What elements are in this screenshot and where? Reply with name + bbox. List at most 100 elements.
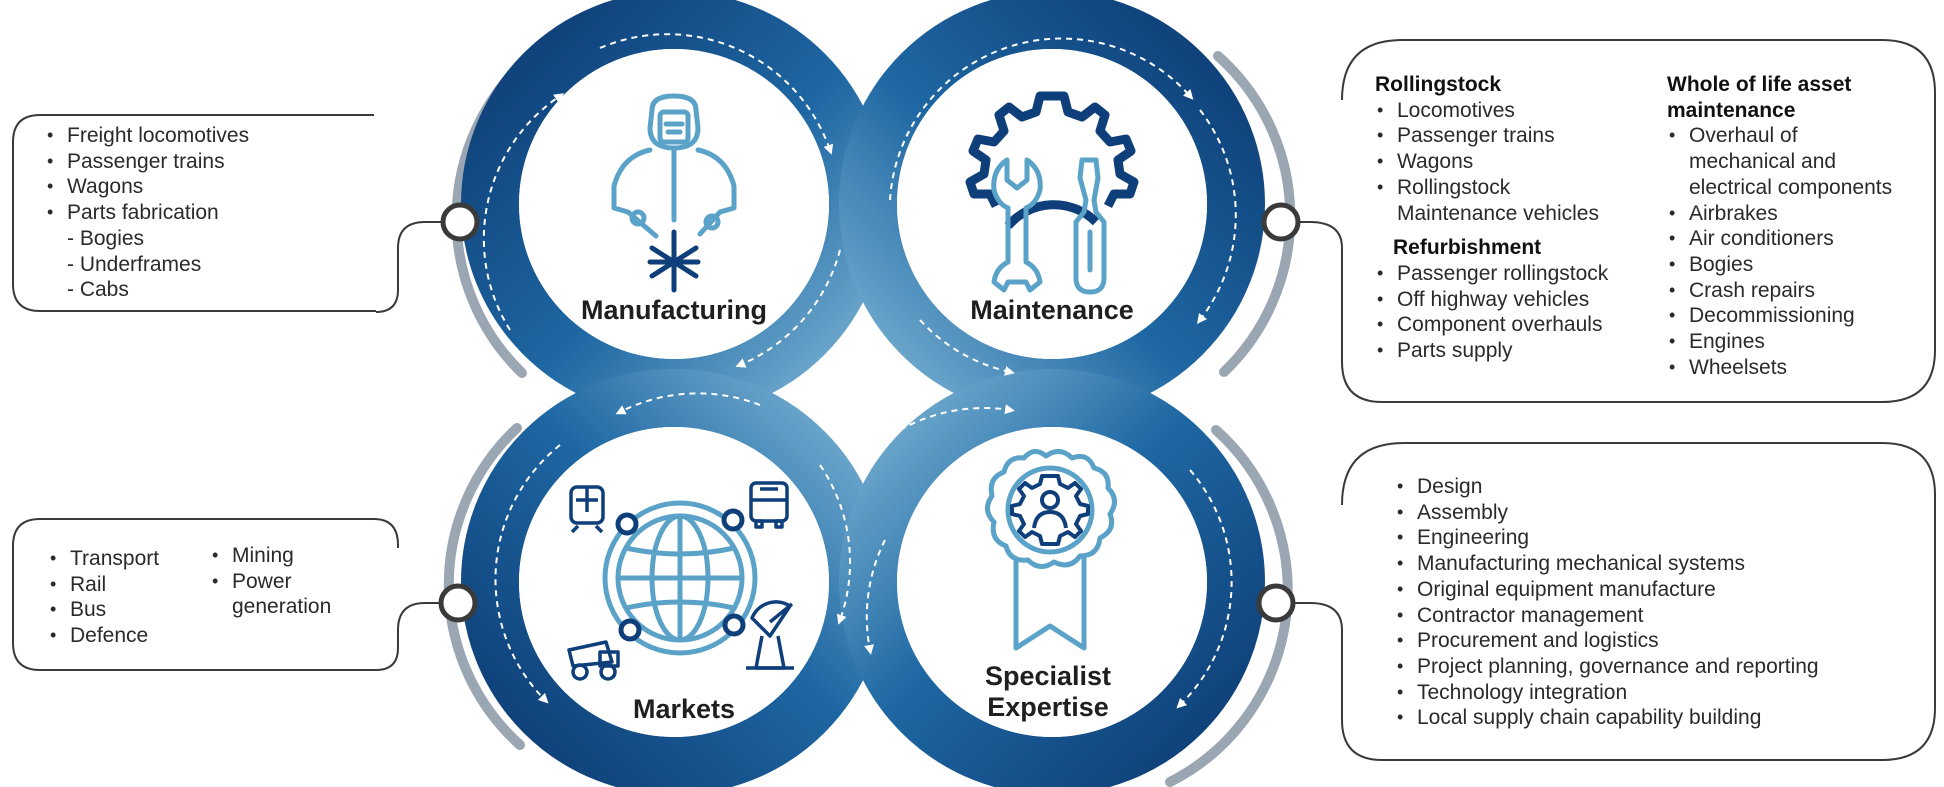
callout-box-manufacturing [12, 114, 376, 312]
callout-item: Maintenance vehicles [1397, 201, 1599, 225]
callout-manufacturing: Freight locomotivesPassenger trainsWagon… [45, 123, 249, 303]
callout-item: electrical components [1689, 175, 1893, 199]
connector-specialist [1276, 602, 1383, 761]
callout-item: Parts fabrication [45, 200, 249, 226]
callout-item: Original equipment manufacture [1395, 577, 1819, 603]
heading-refurbishment: Refurbishment [1393, 236, 1542, 260]
callout-item: Mining [210, 543, 331, 569]
circle-label-specialist-line2: Expertise [987, 692, 1109, 722]
circle-label-maintenance: Maintenance [970, 295, 1134, 325]
node-maintenance [1261, 202, 1301, 242]
circle-label-specialist-line1: Specialist [984, 661, 1112, 691]
connector-manufacturing [375, 221, 460, 313]
callout-item: Passenger trains [1375, 123, 1645, 149]
satellite-dish-icon [746, 600, 794, 670]
callout-item: Bogies [1667, 252, 1937, 278]
flow-manufacturing-top [599, 33, 834, 155]
connector-markets [375, 602, 458, 671]
bus-icon [749, 481, 789, 529]
callout-item: - Bogies [67, 226, 145, 250]
callout-item: Component overhauls [1375, 312, 1645, 338]
node-markets [438, 583, 478, 623]
callout-list: Freight locomotivesPassenger trainsWagon… [45, 123, 249, 303]
callout-item: Manufacturing mechanical systems [1395, 551, 1819, 577]
callout-item: Overhaul of [1667, 123, 1937, 149]
flow-manufacturing-bottom [735, 249, 841, 368]
circle-label-manufacturing: Manufacturing [581, 295, 767, 325]
flow-markets-left [494, 444, 561, 704]
flow-specialist-left [864, 539, 886, 655]
callout-item: Engineering [1395, 525, 1819, 551]
disc-markets [519, 427, 829, 737]
mining-truck-icon [567, 640, 620, 681]
heading-whole-of-life-line1: Whole of life asset [1667, 73, 1852, 96]
dashed-flow-lines [482, 33, 1237, 709]
callout-connectors [375, 221, 1383, 761]
flow-markets-right [819, 464, 851, 625]
callout-item: Defence [48, 623, 159, 649]
callout-maintenance-col1: Rollingstock LocomotivesPassenger trains… [1375, 72, 1645, 364]
callout-item: Rollingstock [1375, 175, 1645, 201]
callout-item: Wagons [45, 174, 249, 200]
callout-item: generation [232, 595, 332, 619]
callout-list: DesignAssemblyEngineeringManufacturing m… [1395, 474, 1819, 731]
callout-item: Passenger trains [45, 149, 249, 175]
callout-box-maintenance [1341, 39, 1936, 403]
flow-maintenance-right [1196, 109, 1237, 324]
callout-item: Wagons [1375, 149, 1645, 175]
callout-item: Off highway vehicles [1375, 287, 1645, 313]
callout-item: Freight locomotives [45, 123, 249, 149]
callout-box-specialist [1341, 442, 1936, 761]
callout-item: Air conditioners [1667, 226, 1937, 252]
callout-item: Rail [48, 572, 159, 598]
callout-item: Engines [1667, 329, 1937, 355]
callout-item: Local supply chain capability building [1395, 705, 1819, 731]
callout-list: TransportRailBusDefence [48, 546, 159, 649]
callout-item: Bus [48, 597, 159, 623]
callout-item: Passenger rollingstock [1375, 261, 1645, 287]
flow-specialist-top [899, 404, 1015, 431]
callout-item: - Cabs [67, 278, 129, 302]
connector-maintenance [1281, 221, 1383, 403]
callout-maintenance-col2: Whole of life asset maintenance Overhaul… [1667, 72, 1937, 380]
circle-label-specialist: Specialist Expertise [948, 661, 1148, 723]
globe-transport-icon [567, 481, 794, 681]
callout-item: Parts supply [1375, 338, 1645, 364]
callout-item: Contractor management [1395, 603, 1819, 629]
callout-item: Crash repairs [1667, 278, 1937, 304]
callout-item: Assembly [1395, 500, 1819, 526]
callout-boxes [12, 39, 1936, 761]
callout-list: MiningPowergeneration [210, 543, 331, 620]
callout-specialist: DesignAssemblyEngineeringManufacturing m… [1395, 474, 1819, 731]
award-rosette-icon [985, 449, 1117, 651]
callout-item: Transport [48, 546, 159, 572]
welder-icon [611, 93, 737, 239]
callout-item: Wheelsets [1667, 355, 1937, 381]
flow-specialist-right [1176, 469, 1233, 709]
node-manufacturing [440, 202, 480, 242]
node-specialist [1256, 583, 1296, 623]
disc-specialist [897, 427, 1207, 737]
callout-item: mechanical and [1689, 150, 1837, 174]
train-icon [569, 485, 605, 534]
heading-rollingstock: Rollingstock [1375, 73, 1502, 96]
callout-item: Project planning, governance and reporti… [1395, 654, 1819, 680]
circle-label-markets: Markets [632, 694, 736, 724]
callout-list: Passenger rollingstockOff highway vehicl… [1375, 261, 1645, 364]
gear-wrench-screwdriver-icon [965, 91, 1139, 295]
callout-item: Design [1395, 474, 1819, 500]
callout-item: - Underframes [67, 252, 202, 276]
callout-box-markets [12, 518, 399, 671]
spark-icon [647, 229, 701, 293]
callout-item: Technology integration [1395, 680, 1819, 706]
callout-item: Airbrakes [1667, 201, 1937, 227]
flow-manufacturing-outer [482, 93, 565, 331]
callout-item: Procurement and logistics [1395, 628, 1819, 654]
flow-maintenance-top [889, 37, 1194, 201]
callout-list: LocomotivesPassenger trainsWagonsRolling… [1375, 98, 1645, 227]
callout-item: Decommissioning [1667, 303, 1937, 329]
heading-whole-of-life-line2: maintenance [1667, 98, 1796, 122]
ring-specialist [839, 369, 1265, 787]
